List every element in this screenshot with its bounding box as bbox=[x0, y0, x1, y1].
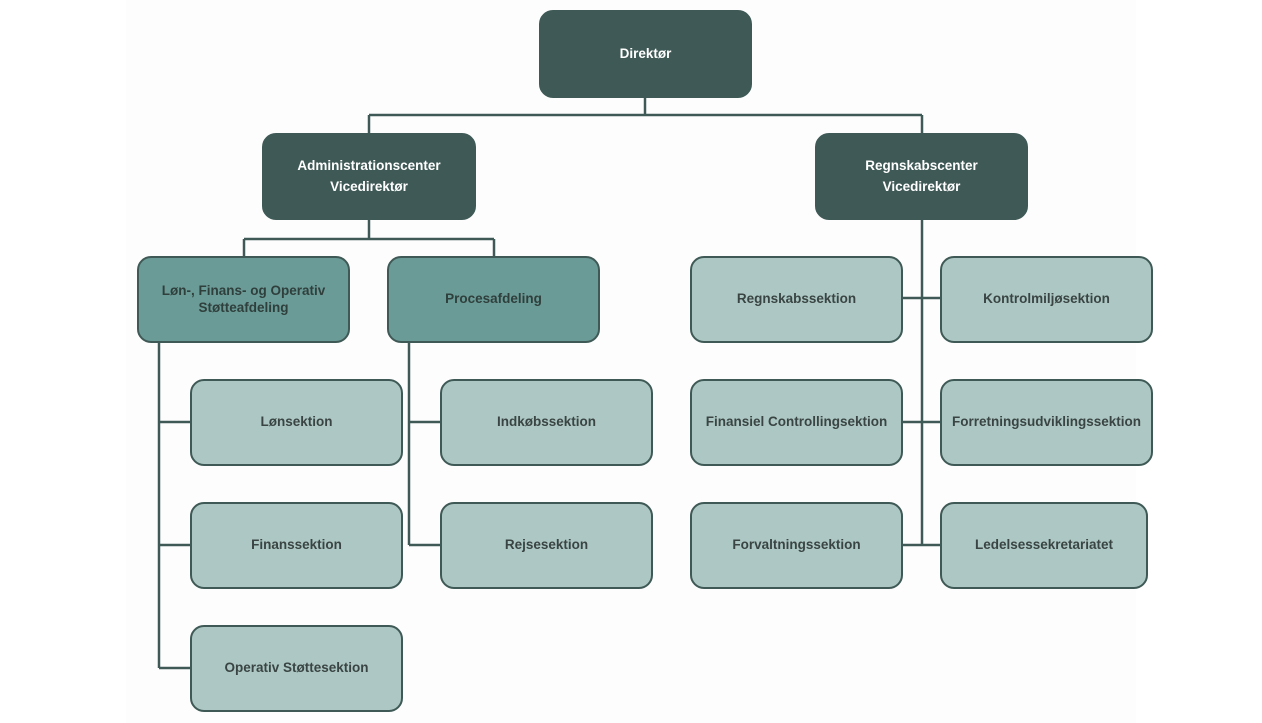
node-admin-center-role: Vicedirektør bbox=[330, 178, 408, 194]
node-label: Forvaltningssektion bbox=[732, 537, 861, 553]
node-label: Indkøbssektion bbox=[496, 414, 596, 430]
node-accounting-section: Finansiel Controllingsektion bbox=[690, 379, 903, 466]
node-label: Kontrolmiljøsektion bbox=[983, 291, 1110, 307]
node-accounting-section: Kontrolmiljøsektion bbox=[940, 256, 1153, 343]
node-lfo-section: Lønsektion bbox=[190, 379, 403, 466]
node-label: Regnskabssektion bbox=[736, 291, 857, 307]
node-accounting-section: Forretningsudviklingssektion bbox=[940, 379, 1153, 466]
node-admin-center: Administrationscenter Vicedirektør bbox=[262, 133, 476, 220]
node-lfo-department: Løn-, Finans- og Operativ Støtteafdeling bbox=[137, 256, 350, 343]
node-accounting-section: Regnskabssektion bbox=[690, 256, 903, 343]
node-label: Lønsektion bbox=[260, 414, 333, 430]
node-proces-label: Procesafdeling bbox=[445, 291, 542, 307]
node-accounting-section: Ledelsessekretariatet bbox=[940, 502, 1148, 589]
node-admin-center-name: Administrationscenter bbox=[297, 157, 441, 173]
node-accounting-center-role: Vicedirektør bbox=[882, 178, 961, 194]
node-proces-section: Rejsesektion bbox=[440, 502, 653, 589]
node-proces-department: Procesafdeling bbox=[387, 256, 600, 343]
node-accounting-center-name: Regnskabscenter bbox=[865, 157, 978, 173]
node-director: Direktør bbox=[539, 10, 752, 98]
diagram-background bbox=[126, 0, 1136, 723]
node-label: Operativ Støttesektion bbox=[224, 660, 369, 676]
node-accounting-section: Forvaltningssektion bbox=[690, 502, 903, 589]
node-lfo-line1: Løn-, Finans- og Operativ bbox=[161, 283, 326, 299]
node-label: Ledelsessekretariatet bbox=[974, 537, 1114, 553]
node-lfo-section: Operativ Støttesektion bbox=[190, 625, 403, 712]
node-director-label: Direktør bbox=[619, 45, 672, 61]
node-label: Finanssektion bbox=[251, 537, 342, 553]
node-accounting-center: Regnskabscenter Vicedirektør bbox=[815, 133, 1028, 220]
node-label: Forretningsudviklingssektion bbox=[951, 414, 1142, 430]
node-label: Finansiel Controllingsektion bbox=[705, 414, 888, 430]
node-lfo-line2: Støtteafdeling bbox=[198, 299, 289, 315]
node-label: Rejsesektion bbox=[504, 537, 589, 553]
node-proces-section: Indkøbssektion bbox=[440, 379, 653, 466]
node-lfo-section: Finanssektion bbox=[190, 502, 403, 589]
